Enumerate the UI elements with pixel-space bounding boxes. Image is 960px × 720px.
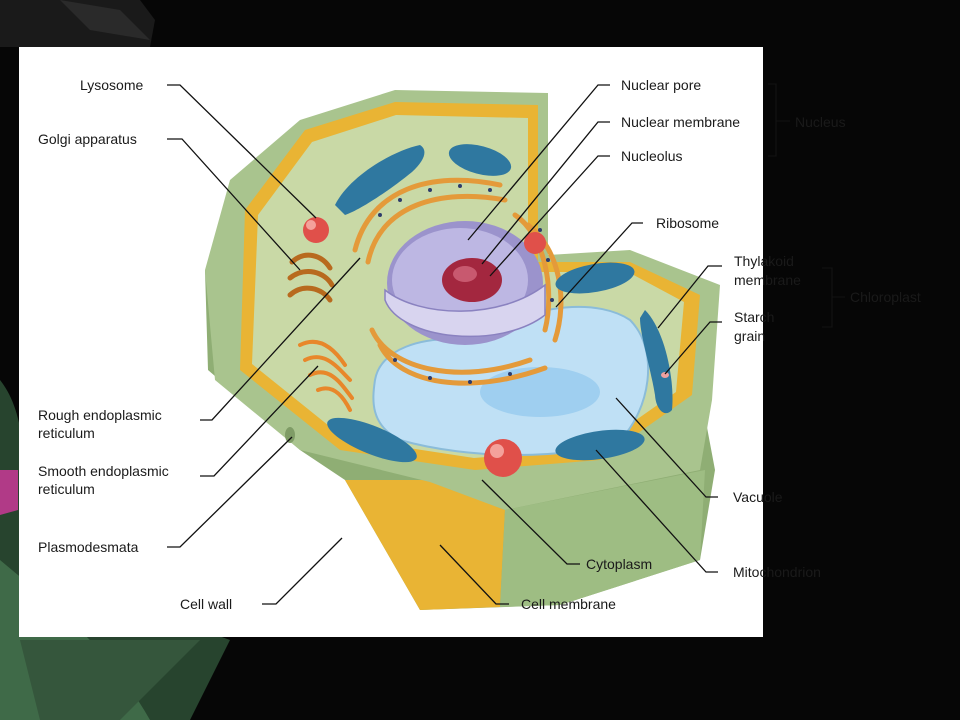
label-nuclear-pore: Nuclear pore <box>621 77 701 93</box>
label-vacuole: Vacuole <box>733 489 783 505</box>
label-starch-line1: Starch <box>734 309 774 325</box>
label-thylakoid-line1: Thylakoid <box>734 253 794 269</box>
label-nuclear-membrane: Nuclear membrane <box>621 114 740 130</box>
nucleus-shape <box>384 221 546 345</box>
lysosome-shapes <box>303 217 546 477</box>
label-mitochondrion: Mitochondrion <box>733 564 821 580</box>
label-nucleolus: Nucleolus <box>621 148 682 164</box>
label-rough-er-line1: Rough endoplasmic <box>38 407 162 423</box>
label-chloroplast: Chloroplast <box>850 289 921 305</box>
label-cell-membrane: Cell membrane <box>521 596 616 612</box>
label-thylakoid-line2: membrane <box>734 272 801 288</box>
rough-er-shape <box>352 177 564 386</box>
label-plasmodesmata: Plasmodesmata <box>38 539 139 555</box>
golgi-shape <box>287 252 335 303</box>
leader-lines <box>167 83 845 605</box>
label-nucleus: Nucleus <box>795 114 846 130</box>
label-smooth-er-line2: reticulum <box>38 481 95 497</box>
label-cytoplasm: Cytoplasm <box>586 556 652 572</box>
label-lysosome: Lysosome <box>80 77 144 93</box>
label-starch-line2: grain <box>734 328 765 344</box>
label-rough-er-line2: reticulum <box>38 425 95 441</box>
label-ribosome: Ribosome <box>656 215 719 231</box>
label-smooth-er-line1: Smooth endoplasmic <box>38 463 169 479</box>
label-cell-wall: Cell wall <box>180 596 232 612</box>
smooth-er-shape <box>298 339 354 412</box>
chloroplast-shapes <box>327 144 673 463</box>
label-golgi-apparatus: Golgi apparatus <box>38 131 137 147</box>
